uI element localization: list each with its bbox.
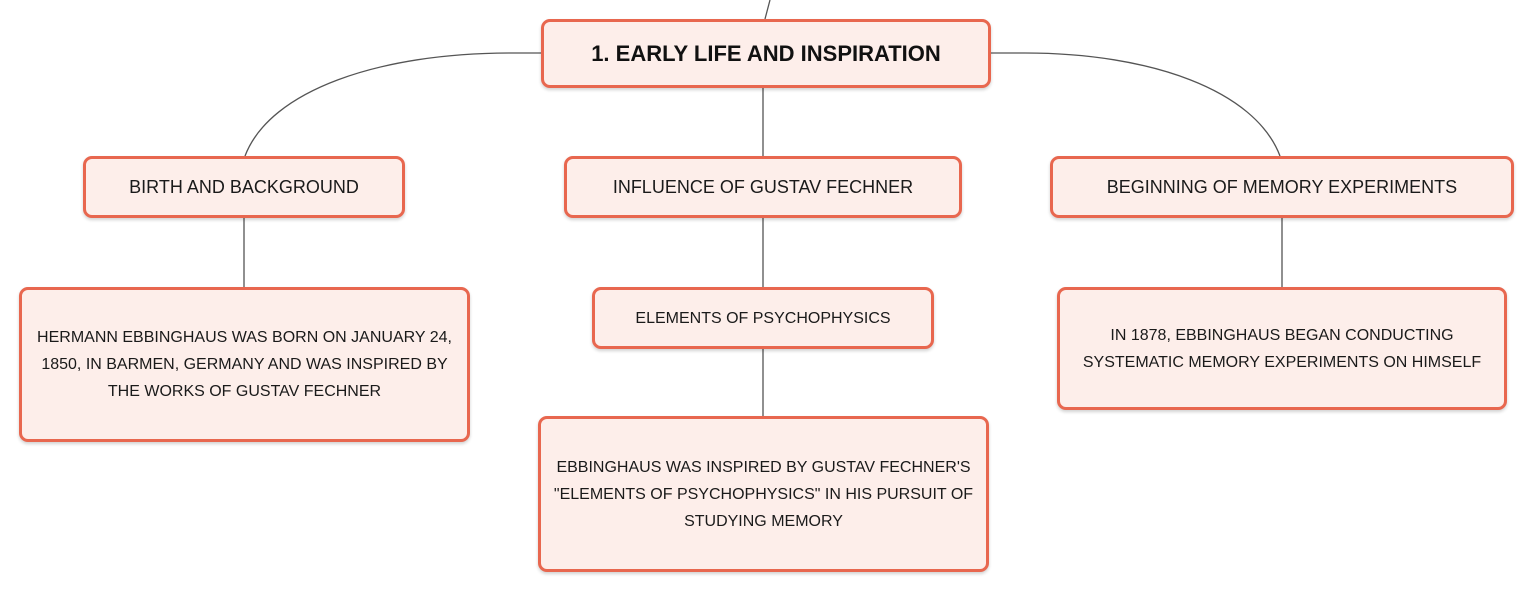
begin-detail-text: IN 1878, EBBINGHAUS BEGAN CONDUCTING SYS… <box>1082 326 1482 371</box>
elements-detail-text: EBBINGHAUS WAS INSPIRED BY GUSTAV FECHNE… <box>553 458 974 530</box>
root-topic-label: 1. EARLY LIFE AND INSPIRATION <box>591 41 941 66</box>
subtopic-elements-detail[interactable]: EBBINGHAUS WAS INSPIRED BY GUSTAV FECHNE… <box>538 416 989 572</box>
topic-birth-label: BIRTH AND BACKGROUND <box>129 176 359 197</box>
subtopic-elements-of-psychophysics[interactable]: ELEMENTS OF PSYCHOPHYSICS <box>592 287 934 349</box>
subtopic-begin-detail[interactable]: IN 1878, EBBINGHAUS BEGAN CONDUCTING SYS… <box>1057 287 1507 410</box>
topic-influence-of-gustav-fechner[interactable]: INFLUENCE OF GUSTAV FECHNER <box>564 156 962 218</box>
connector-root-to-birth <box>244 52 541 157</box>
root-topic-node[interactable]: 1. EARLY LIFE AND INSPIRATION <box>541 19 991 88</box>
topic-birth-and-background[interactable]: BIRTH AND BACKGROUND <box>83 156 405 218</box>
subtopic-birth-detail[interactable]: HERMANN EBBINGHAUS WAS BORN ON JANUARY 2… <box>19 287 470 442</box>
elements-label: ELEMENTS OF PSYCHOPHYSICS <box>635 309 891 327</box>
topic-fechner-label: INFLUENCE OF GUSTAV FECHNER <box>612 176 914 197</box>
topic-beginning-of-memory-experiments[interactable]: BEGINNING OF MEMORY EXPERIMENTS <box>1050 156 1514 218</box>
connector-parent-to-root <box>764 0 771 20</box>
connector-root-to-begin <box>991 52 1281 157</box>
topic-begin-label: BEGINNING OF MEMORY EXPERIMENTS <box>1106 176 1458 197</box>
birth-detail-text: HERMANN EBBINGHAUS WAS BORN ON JANUARY 2… <box>37 329 452 400</box>
